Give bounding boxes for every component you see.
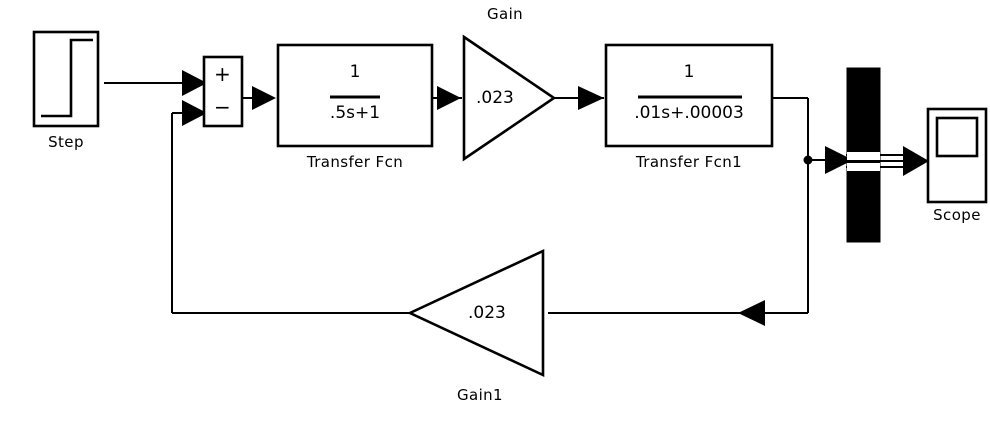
sum-block-body bbox=[202, 55, 244, 128]
arrowhead-gain1-input bbox=[738, 300, 765, 326]
arrowhead-sum-minus-input bbox=[182, 100, 207, 126]
gain-label: Gain bbox=[486, 5, 524, 23]
block-gain1[interactable] bbox=[406, 248, 545, 378]
gain-triangle-body bbox=[462, 34, 557, 162]
step-waveform-glyph bbox=[41, 38, 93, 118]
transfer-fcn-denominator: .5s+1 bbox=[329, 103, 381, 123]
arrowhead-gain-input bbox=[437, 86, 461, 110]
block-transfer-fcn[interactable] bbox=[276, 43, 434, 148]
arrowhead-tf-input bbox=[252, 86, 276, 110]
gain1-label: Gain1 bbox=[456, 386, 504, 404]
block-scope[interactable] bbox=[926, 107, 988, 204]
transfer-fcn1-denominator: .01s+.00003 bbox=[634, 103, 744, 123]
block-mux[interactable] bbox=[846, 67, 881, 243]
block-transfer-fcn1[interactable] bbox=[604, 43, 774, 148]
block-sum[interactable] bbox=[202, 55, 244, 128]
sum-plus-sign: + bbox=[214, 62, 231, 86]
signal-junction-dot bbox=[803, 155, 813, 165]
transfer-fcn-numerator: 1 bbox=[349, 62, 361, 82]
gain1-value: .023 bbox=[468, 303, 506, 323]
mux-port-slot-a bbox=[847, 152, 880, 160]
arrowhead-mux-input bbox=[825, 146, 853, 174]
transfer-fcn1-numerator: 1 bbox=[683, 62, 695, 82]
mux-port-slot-b bbox=[847, 163, 880, 171]
transfer-fcn1-body bbox=[604, 43, 774, 148]
arrowhead-sum-plus-input bbox=[182, 70, 207, 96]
arrowhead-scope-input bbox=[903, 146, 929, 176]
gain-value: .023 bbox=[476, 88, 514, 108]
transfer-fcn-label: Transfer Fcn bbox=[306, 153, 404, 171]
gain1-triangle-body bbox=[406, 248, 545, 378]
scope-label: Scope bbox=[933, 206, 981, 224]
sum-minus-sign: − bbox=[214, 95, 231, 119]
scope-screen-glyph bbox=[935, 116, 979, 158]
block-gain[interactable] bbox=[462, 34, 557, 162]
transfer-fcn1-label: Transfer Fcn1 bbox=[635, 153, 743, 171]
step-block-body bbox=[32, 30, 100, 128]
block-step[interactable] bbox=[32, 30, 100, 128]
arrowhead-tf1-input bbox=[578, 86, 604, 110]
step-label: Step bbox=[48, 133, 84, 151]
